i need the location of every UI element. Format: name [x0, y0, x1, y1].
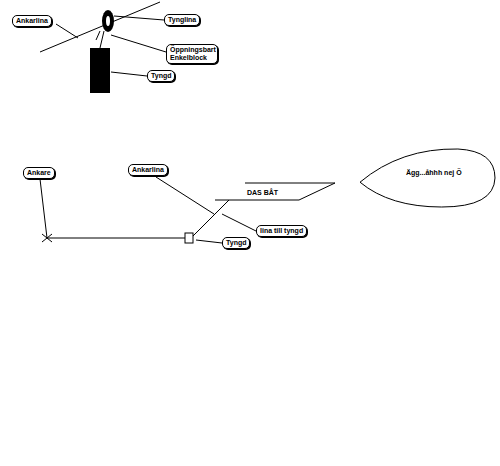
leader-line: [196, 240, 222, 243]
callout-label: Tynglina: [164, 14, 200, 26]
label-text: Tyngd: [226, 239, 246, 247]
callout-label: lina till tyngd: [256, 225, 307, 237]
weight: [90, 48, 110, 93]
egg-shape: Ägg...åhhh nej Ö: [360, 148, 496, 208]
leader-line: [222, 214, 256, 231]
callout-label: Ankarlina: [128, 164, 168, 176]
weight-rope: [96, 31, 100, 40]
callout-label: Tyngd: [222, 237, 250, 249]
label-text: Öppningsbart Enkelblock: [170, 46, 216, 62]
boat-shape: DAS BÅT: [215, 183, 335, 200]
anchor-line: [47, 238, 186, 239]
leader-line: [56, 24, 78, 38]
leader-line: [111, 72, 147, 76]
label-text: lina till tyngd: [260, 227, 303, 235]
pulley-block: [106, 16, 110, 26]
leader-line: [40, 179, 47, 238]
egg-outline: [360, 148, 496, 208]
weight: [185, 233, 193, 243]
callout-label: Öppningsbart Enkelblock: [166, 44, 218, 64]
label-text: Ankarlina: [16, 17, 48, 25]
leader-line: [156, 177, 214, 214]
label-text: Ägg...åhhh nej Ö: [406, 169, 462, 176]
label-text: Ankare: [27, 169, 51, 177]
pulley-block: [102, 10, 114, 32]
weight-rope: [100, 31, 104, 48]
callout-label: Tyngd: [147, 70, 175, 82]
leader-line: [114, 16, 164, 20]
callout-label: Ankare: [23, 167, 55, 179]
label-text: Tyngd: [151, 72, 171, 80]
label-text: DAS BÅT: [247, 189, 278, 196]
label-text: Ankarlina: [132, 166, 164, 174]
callout-label: Ankarlina: [12, 15, 52, 27]
leader-line: [111, 35, 166, 52]
label-text: Tynglina: [168, 16, 196, 24]
